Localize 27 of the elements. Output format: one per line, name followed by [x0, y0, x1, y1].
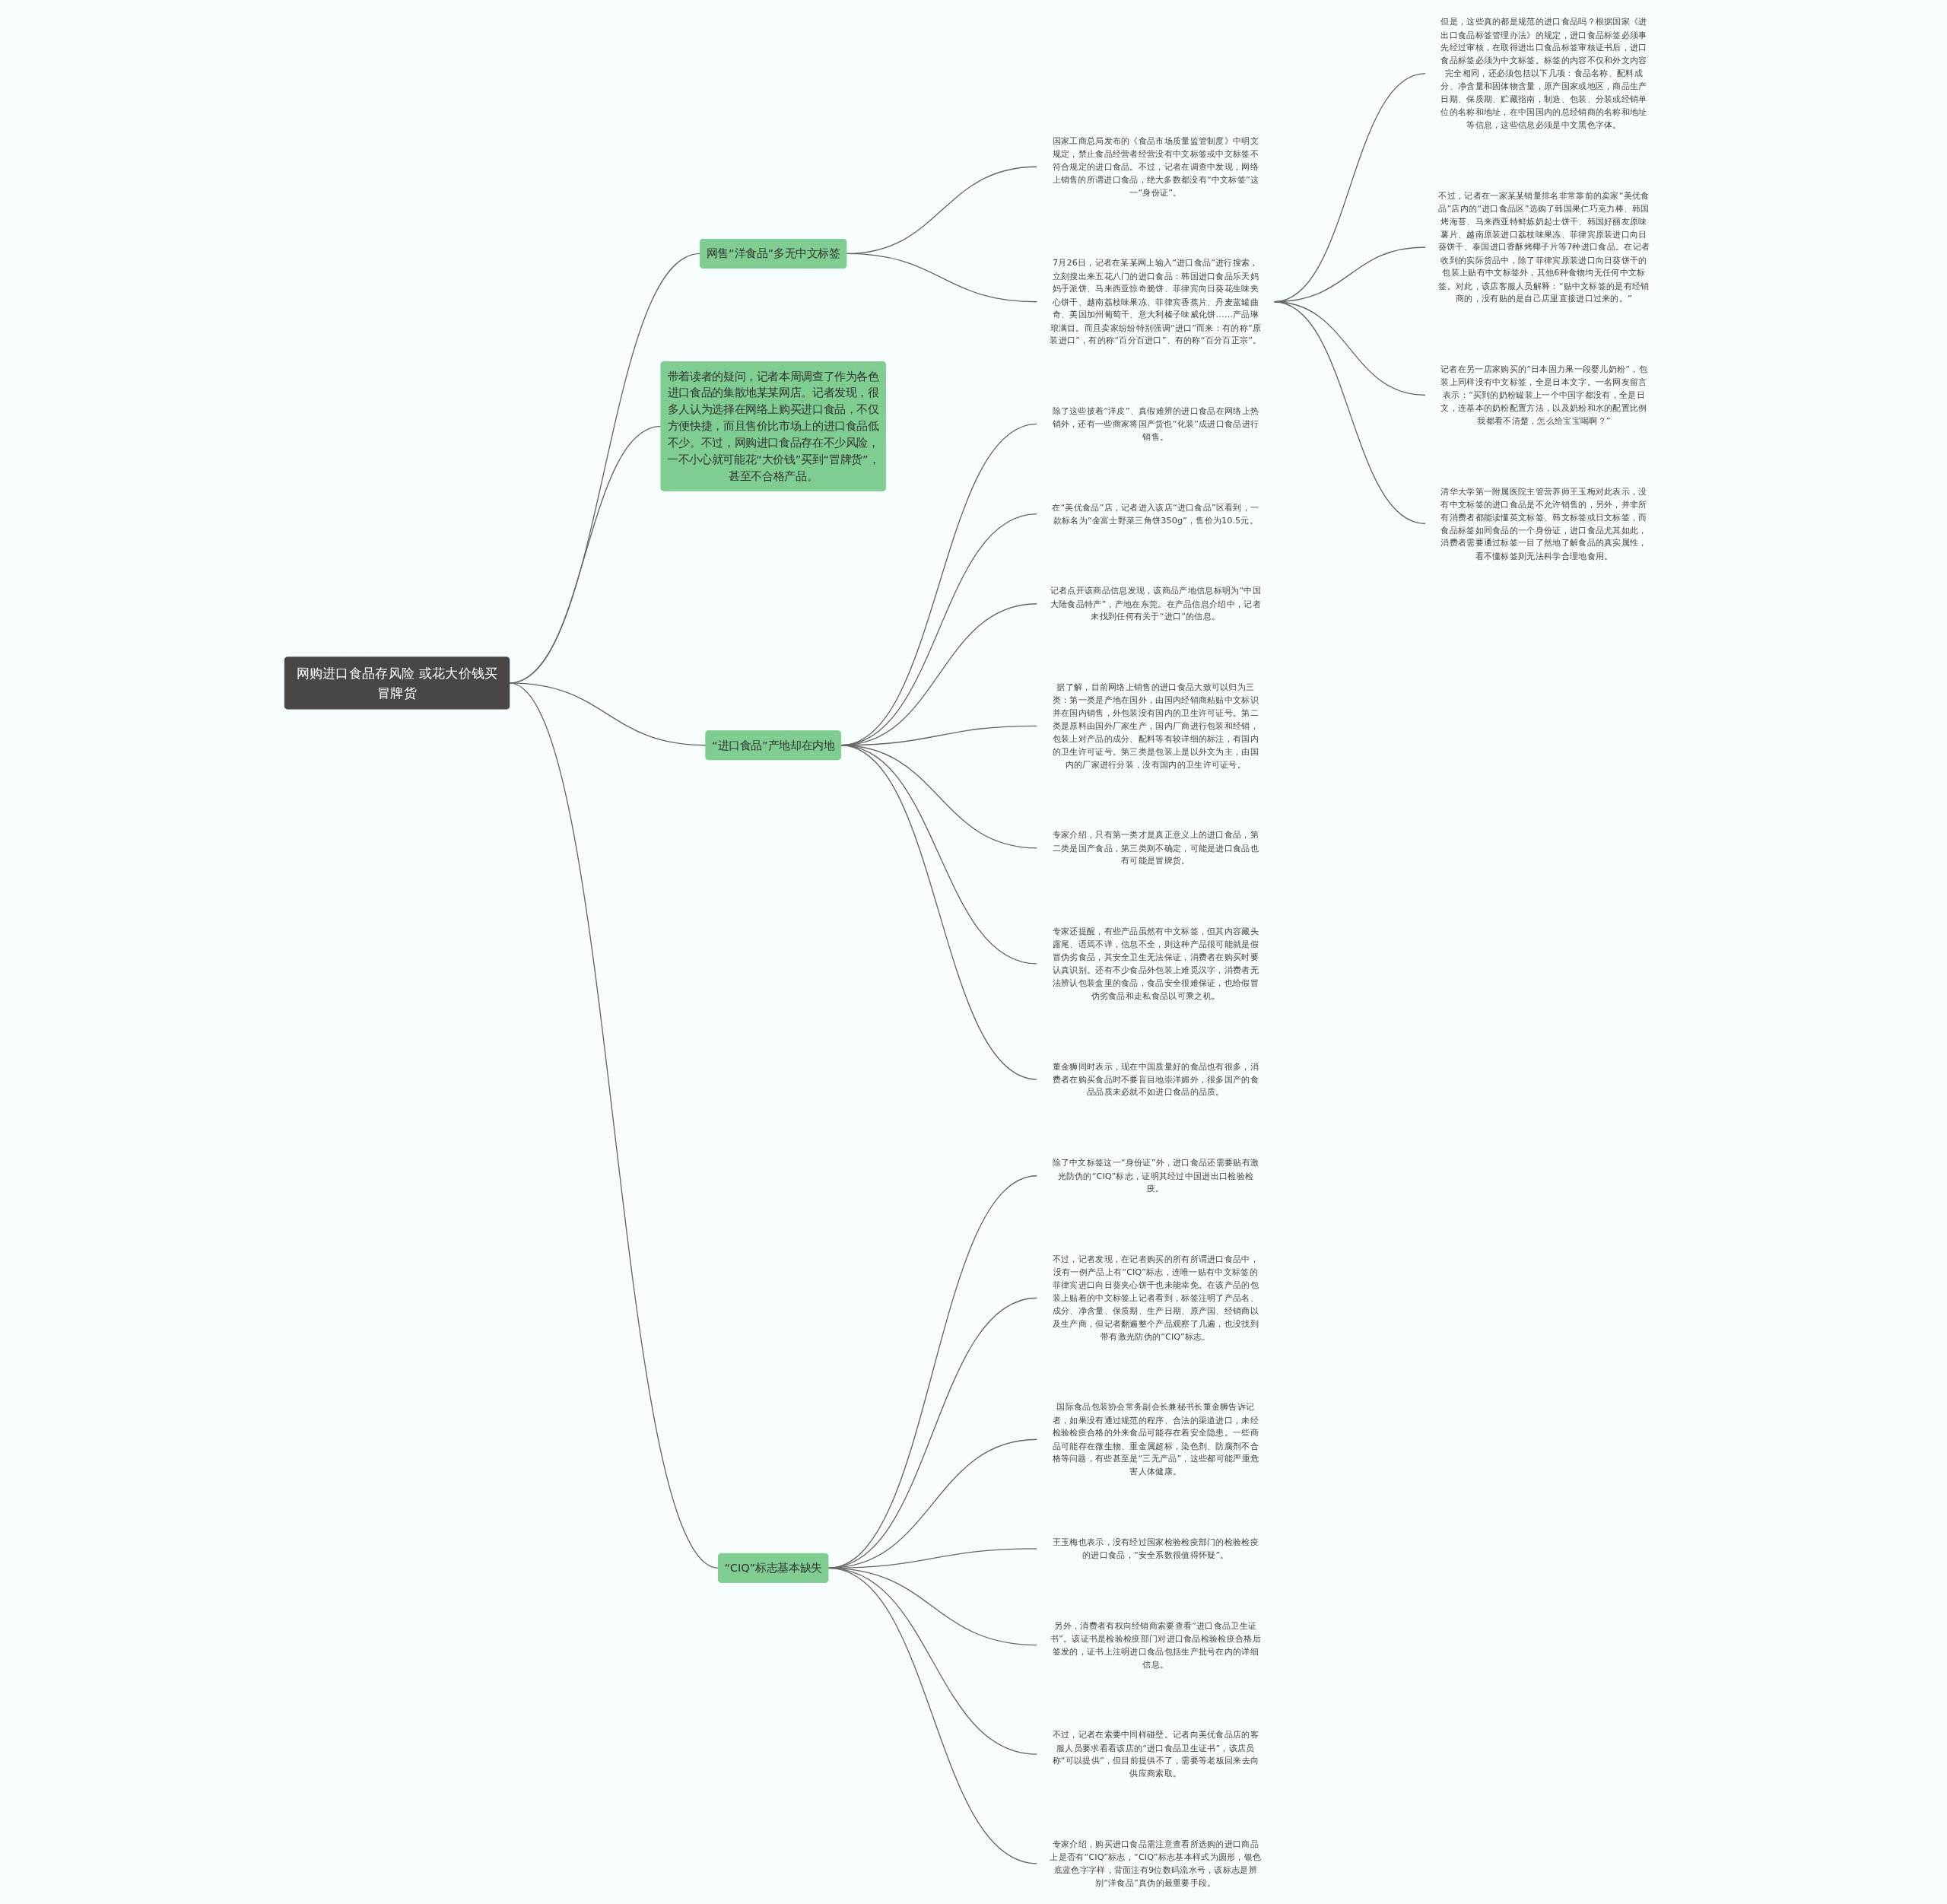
node-text: 国际食品包装协会常务副会长兼秘书长董金狮告诉记者，如果没有通过规范的程序、合法的渠道进口，未经检验检疫合格的外来食品可能存在着安全隐患。一些商品可能存在微生物、重金属超标，染色剂、防腐剂不合格等问题，有些甚至是“三无产品”，这些都可能严重危害人体健康。 [1052, 1401, 1259, 1476]
node-text: 另外，消费者有权向经销商索要查看“进口食品卫生证书”。该证书是检验检疫部门对进口食品检验检疫合格后签发的，证书上注明进口食品包括生产批号在内的详细信息。 [1050, 1620, 1261, 1669]
node-text: 王玉梅也表示，没有经过国家检验检疫部门的检验检疫的进口食品，“安全系数很值得怀疑”。 [1052, 1536, 1259, 1560]
node-text: 但是，这些真的都是规范的进口食品吗？根据国家《进出口食品标签管理办法》的规定，进口食品标签必须事先经过审核，在取得进出口食品标签审核证书后，进口食品标签必须为中文标签。标签的内容不仅和外文内容完全相同，还必须包括以下几项：食品名称、配料成分、净含量和固体物含量，原产国家或地区，商品生产日期、保质期、贮藏指南，制造、包装、分装或经销单位的名称和地址，在中国国内的总经销商的名称和地址等信息，这些信息必须是中文黑色字体。 [1440, 16, 1647, 130]
node-text: 除了这些披着“洋皮”、真假难辨的进口食品在网络上热销外，还有一些商家将国产货也“化装”成进口食品进行销售。 [1052, 405, 1259, 441]
connector [508, 682, 719, 1569]
node-text: 不过，记者在一家某某销量排名非常靠前的卖家“美优食品”店内的“进口食品区”选购了韩国果仁巧克力棒、韩国烤海苔、马来西亚特鲜炼奶起士饼干、韩国好丽友原味薯片、越南原装进口荔枝味果冻、菲律宾原装进口向日葵饼干、泰国进口香酥烤椰子片等7种进口食品。在记者收到的实际货品中，除了菲律宾原装进口向日葵饼干的包装上贴有中文标签外，其他6种食物均无任何中文标签。对此，该店客服人员解释：“贴中文标签的是有经销商的，没有贴的是自己店里直接进口过来的。” [1437, 189, 1650, 304]
node-text: 记者点开该商品信息发现，该商品产地信息标明为“中国大陆食品特产”，产地在东莞。在产品信息介绍中，记者未找到任何有关于“进口”的信息。 [1050, 585, 1261, 621]
node-text: 除了中文标签这一“身份证”外，进口食品还需要贴有激光防伪的“CIQ”标志，证明其经过中国进出口检验检疫。 [1052, 1157, 1259, 1194]
node-text: 据了解，目前网络上销售的进口食品大致可以归为三类：第一类是产地在国外，由国内经销商粘贴中文标识并在国内销售，外包装没有国内的卫生许可证号。第二类是原料由国外厂家生产，国内厂商进行包装和经销，包装上对产品的成分、配料等有较详细的标注，有国内的卫生许可证号。第三类是包装上是以外文为主，由国内的厂家进行分装，没有国内的卫生许可证号。 [1052, 681, 1259, 769]
node-text: 专家介绍，只有第一类才是真正意义上的进口食品，第二类是国产食品，第三类则不确定，可能是进口食品也有可能是冒牌货。 [1052, 829, 1259, 866]
connector [508, 682, 707, 745]
node-text: 国家工商总局发布的《食品市场质量监管制度》中明文规定，禁止食品经营者经营没有中文标签或中文标签不符合规定的进口食品。不过，记者在调查中发现，网络上销售的所谓进口食品，绝大多数都没有“中文标签”这一“身份证”。 [1052, 135, 1259, 197]
node-text: 记者在另一店家购买的“日本固力果一段婴儿奶粉”，包装上同样没有中文标签，全是日本文字。一名网友留言表示：“买到的奶粉罐装上一个中国字都没有，全是日文，连基本的奶粉配置方法，以及奶粉和水的配置比例我都看不清楚，怎么给宝宝喝啊？” [1440, 363, 1647, 426]
node-text: 董金狮同时表示，现在中国质量好的食品也有很多，消费者在购买食品时不要盲目地崇洋媚外，很多国产的食品品质未必就不如进口食品的品质。 [1052, 1060, 1259, 1097]
node-text: 专家还提醒，有些产品虽然有中文标签，但其内容藏头露尾、语焉不详，信息不全，则这种产品很可能就是假冒伪劣食品，其安全卫生无法保证，消费者在购买时要认真识别。还有不少食品外包装上难觅汉字，消费者无法辨认包装盒里的食品，食品安全很难保证，也给假冒伪劣食品和走私食品以可乘之机。 [1052, 925, 1259, 1000]
node-text: 不过，记者在索要中同样碰壁。记者向美优食品店的客服人员要求看看该店的“进口食品卫生证书”，该店员称“可以提供”，但目前提供不了，需要等老板回来去向供应商索取。 [1052, 1729, 1259, 1778]
node-text: 在“美优食品”店，记者进入该店“进口食品”区看到，一款标名为“金富士野菜三角饼350g”，售价为10.5元。 [1052, 501, 1259, 525]
node-text: 7月26日，记者在某某网上输入“进口食品”进行搜索，立刻搜出来五花八门的进口食品：韩国进口食品乐天妈妈手派饼、马来西亚惊奇脆饼、菲律宾向日葵花生味夹心饼干、越南荔枝味果冻、菲律宾香蕉片、丹麦蓝罐曲奇、美国加州葡萄干、意大利榛子味威化饼……产品琳琅满目。而且卖家纷纷特别强调“进口”而来：有的称“原装进口”，有的称“百分百进口”、有的称“百分百正宗”。 [1050, 257, 1262, 345]
connector [1273, 300, 1427, 524]
connector [840, 744, 1038, 1080]
node-text: 清华大学第一附属医院主管营养师王玉梅对此表示，没有中文标签的进口食品是不允许销售的，另外，并非所有消费者都能读懂英文标签、韩文标签或日文标签，而食品标签如同食品的一个身份证，进口食品尤其如此，消费者需要通过标签一目了然地了解食品的真实属性，看不懂标签则无法科学合理地食用。 [1440, 485, 1647, 561]
node-text: 专家介绍，购买进口食品需注意查看所选购的进口商品上是否有“CIQ”标志，“CIQ”标志基本样式为圆形，银色底蓝色字字样，背面注有9位数码流水号，该标志是辨别“洋食品”真伪的最重要手段。 [1050, 1838, 1262, 1887]
connector [827, 1567, 1038, 1864]
connector [846, 253, 1038, 302]
connector [827, 1175, 1038, 1569]
node-text: 不过，记者发现，在记者购买的所有所谓进口食品中，没有一例产品上有“CIQ”标志，连唯一贴有中文标签的菲律宾进口向日葵夹心饼干也未能幸免。在该产品的包装上贴着的中文标签上记者看到，标签注明了产品名、成分、净含量、保质期、生产日期、原产国、经销商以及生产商，但记者翻遍整个产品观察了几遍，也没找到带有激光防伪的“CIQ”标志。 [1052, 1253, 1259, 1341]
